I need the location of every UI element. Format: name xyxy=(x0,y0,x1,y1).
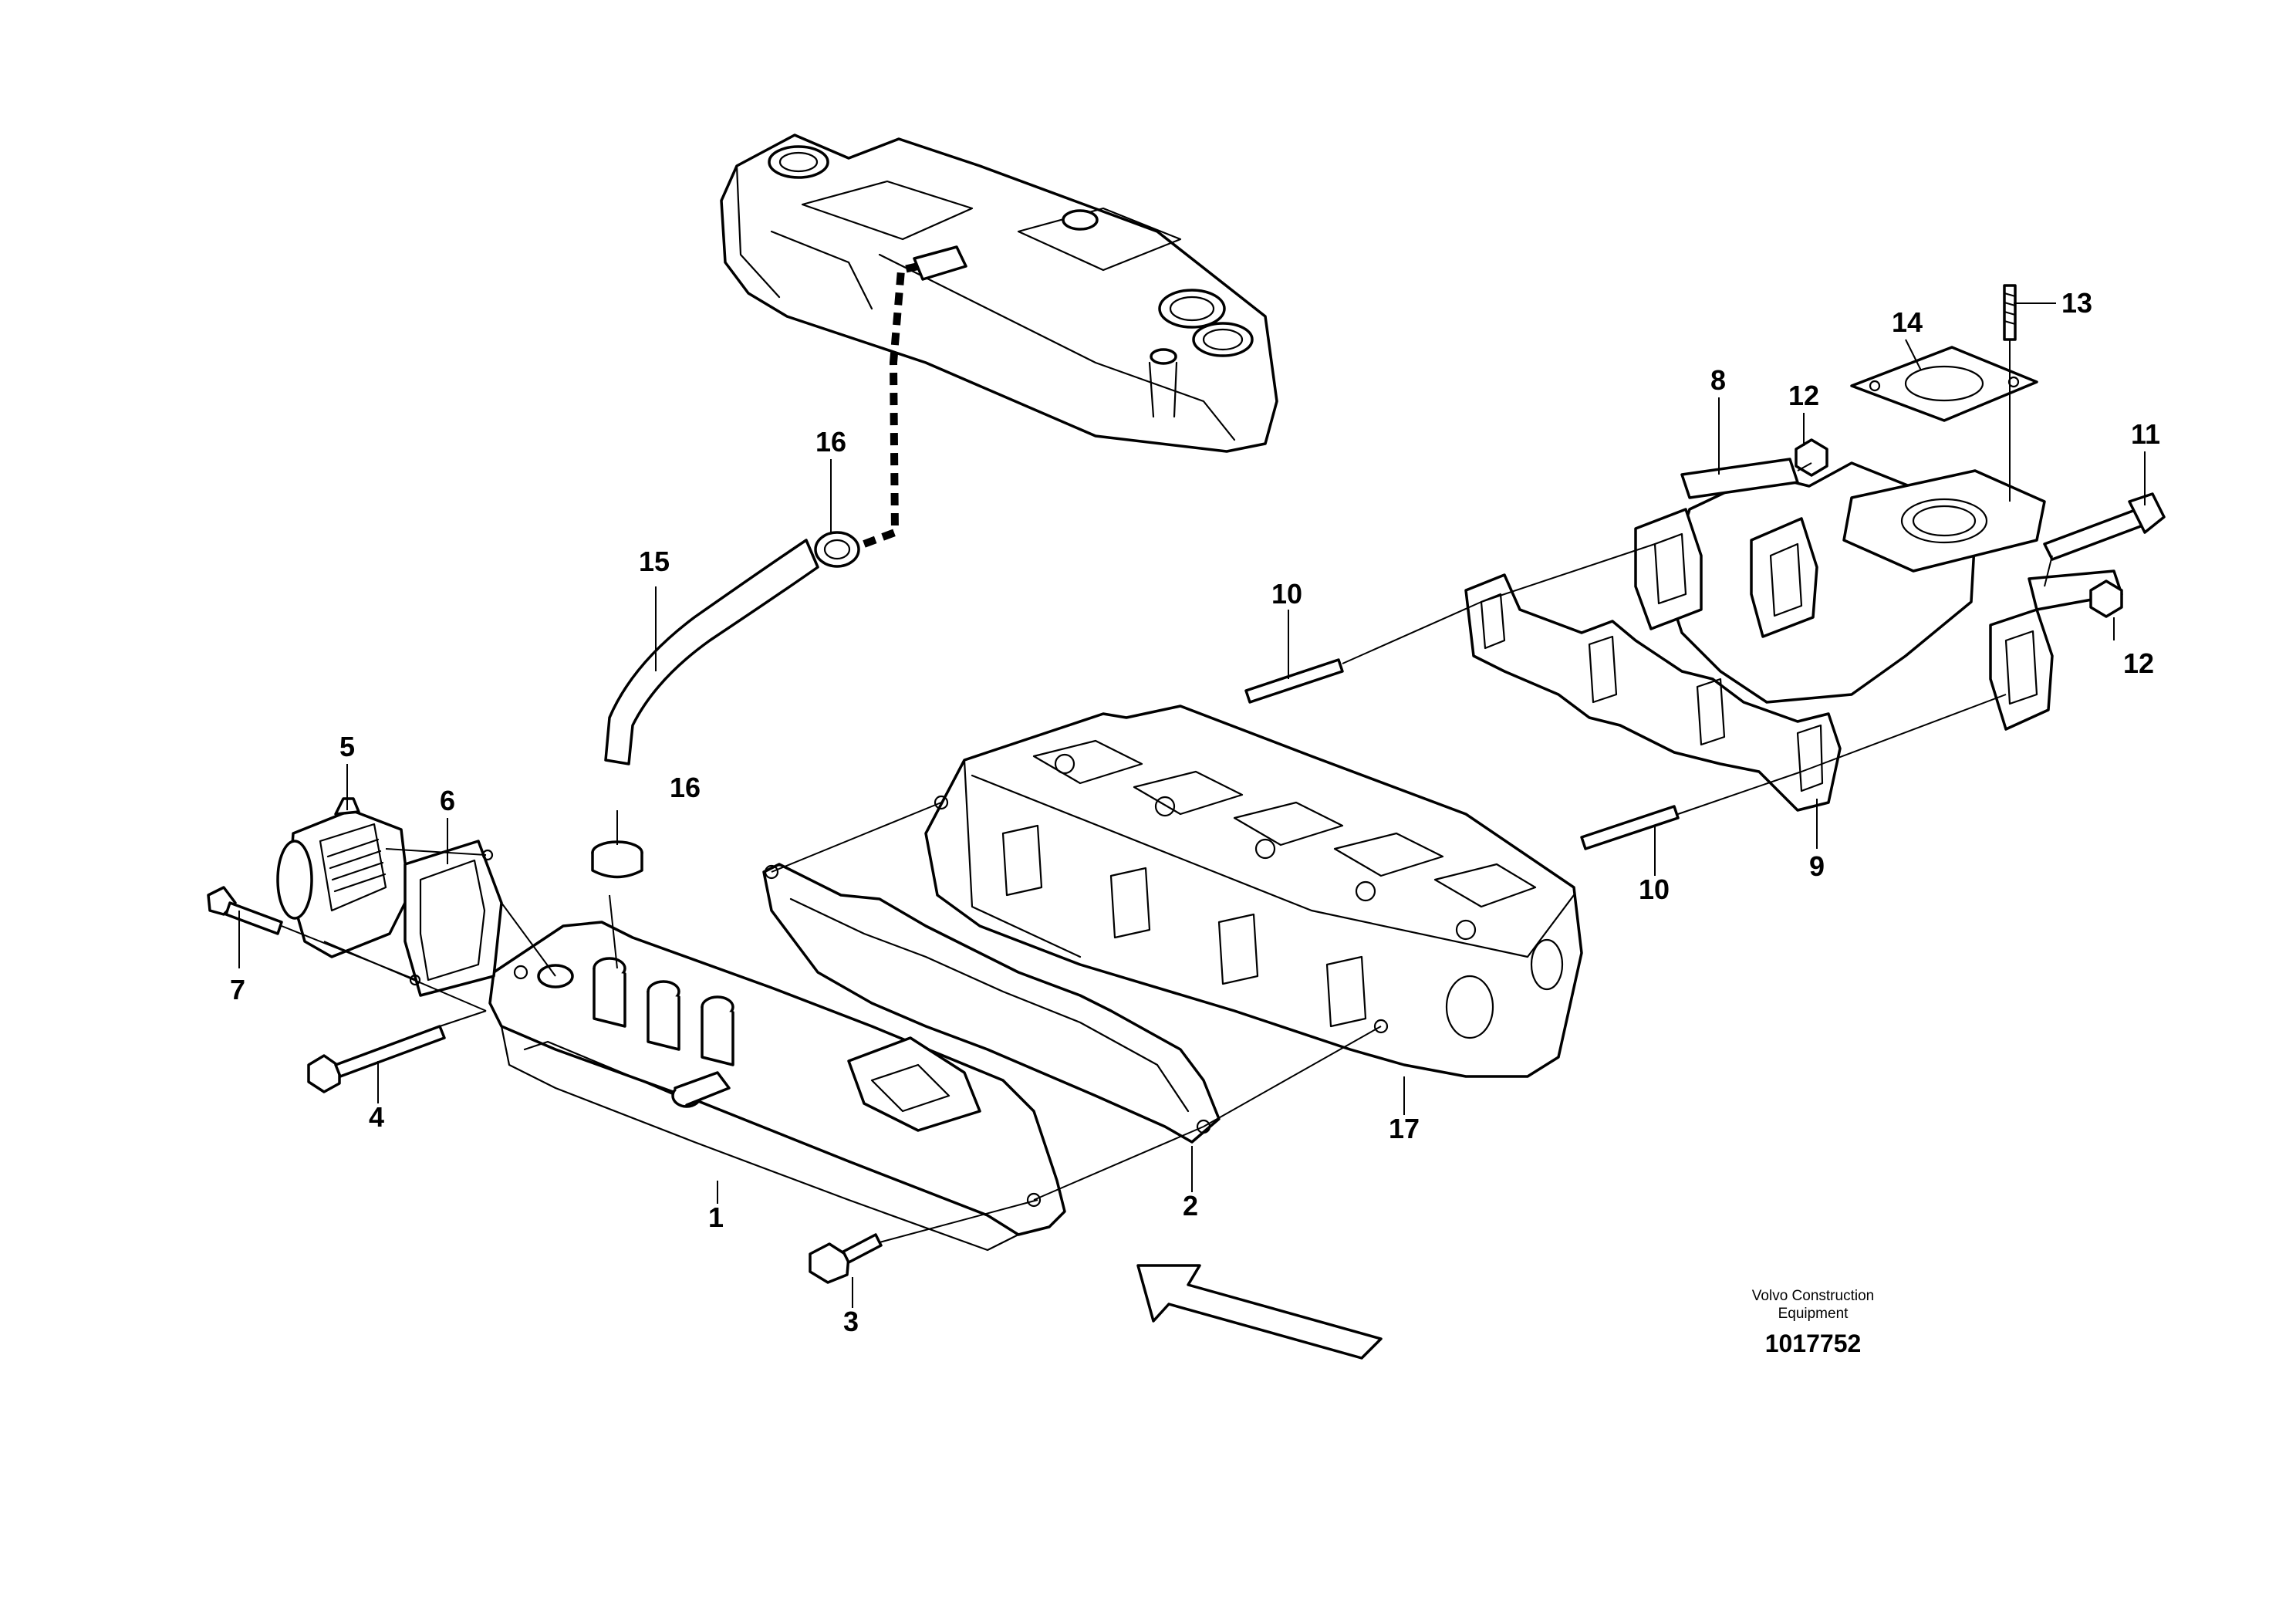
breather-hose xyxy=(604,539,819,765)
callout-14: 14 xyxy=(1892,306,1923,338)
bolt-4 xyxy=(307,1025,446,1093)
credit-line-2: Equipment xyxy=(1778,1306,1849,1322)
callout-2: 2 xyxy=(1183,1190,1198,1222)
exhaust-manifold xyxy=(1634,458,2123,731)
callout-17: 17 xyxy=(1389,1113,1420,1144)
nut-12-lower xyxy=(2089,580,2123,618)
drawing-number: 1017752 xyxy=(1765,1330,1862,1357)
intake-heater xyxy=(276,797,410,958)
hose-clamp-upper xyxy=(814,531,860,568)
callout-3: 3 xyxy=(843,1306,859,1337)
bolt-7 xyxy=(207,886,283,935)
callout-13: 13 xyxy=(2061,287,2092,319)
bolt-11 xyxy=(2043,492,2166,561)
hose-clamp-lower xyxy=(591,840,643,879)
bolt-3 xyxy=(809,1233,883,1284)
stud-13 xyxy=(2003,284,2017,341)
callout-12-lower: 12 xyxy=(2123,647,2154,679)
callout-10-lower: 10 xyxy=(1639,874,1670,905)
heater-gasket xyxy=(403,840,503,997)
callout-leaders xyxy=(238,302,2146,1308)
assembly-lines xyxy=(281,340,2053,1243)
callout-15: 15 xyxy=(639,546,670,577)
callout-7: 7 xyxy=(230,974,245,1005)
callout-1: 1 xyxy=(708,1201,724,1233)
stud-10-upper xyxy=(1244,658,1344,704)
callout-9: 9 xyxy=(1809,850,1825,882)
callout-8: 8 xyxy=(1710,364,1726,396)
callout-12-upper: 12 xyxy=(1788,380,1819,411)
callout-16-upper: 16 xyxy=(815,426,846,458)
callout-4: 4 xyxy=(369,1101,384,1133)
credit-line-1: Volvo Construction xyxy=(1752,1288,1874,1304)
callout-5: 5 xyxy=(339,731,355,762)
stud-10-lower xyxy=(1580,805,1680,850)
callout-10-upper: 10 xyxy=(1271,578,1302,610)
valve-cover xyxy=(720,133,1278,453)
direction-arrow xyxy=(1136,1264,1383,1360)
callout-11: 11 xyxy=(2131,418,2160,450)
cylinder-head xyxy=(924,705,1583,1078)
callout-16-lower: 16 xyxy=(670,772,701,803)
callout-6: 6 xyxy=(440,785,455,816)
breather-path-dashed xyxy=(863,262,920,548)
nut-12-upper xyxy=(1795,438,1828,477)
flange-gasket xyxy=(1850,346,2038,422)
intake-gasket xyxy=(762,863,1221,1144)
